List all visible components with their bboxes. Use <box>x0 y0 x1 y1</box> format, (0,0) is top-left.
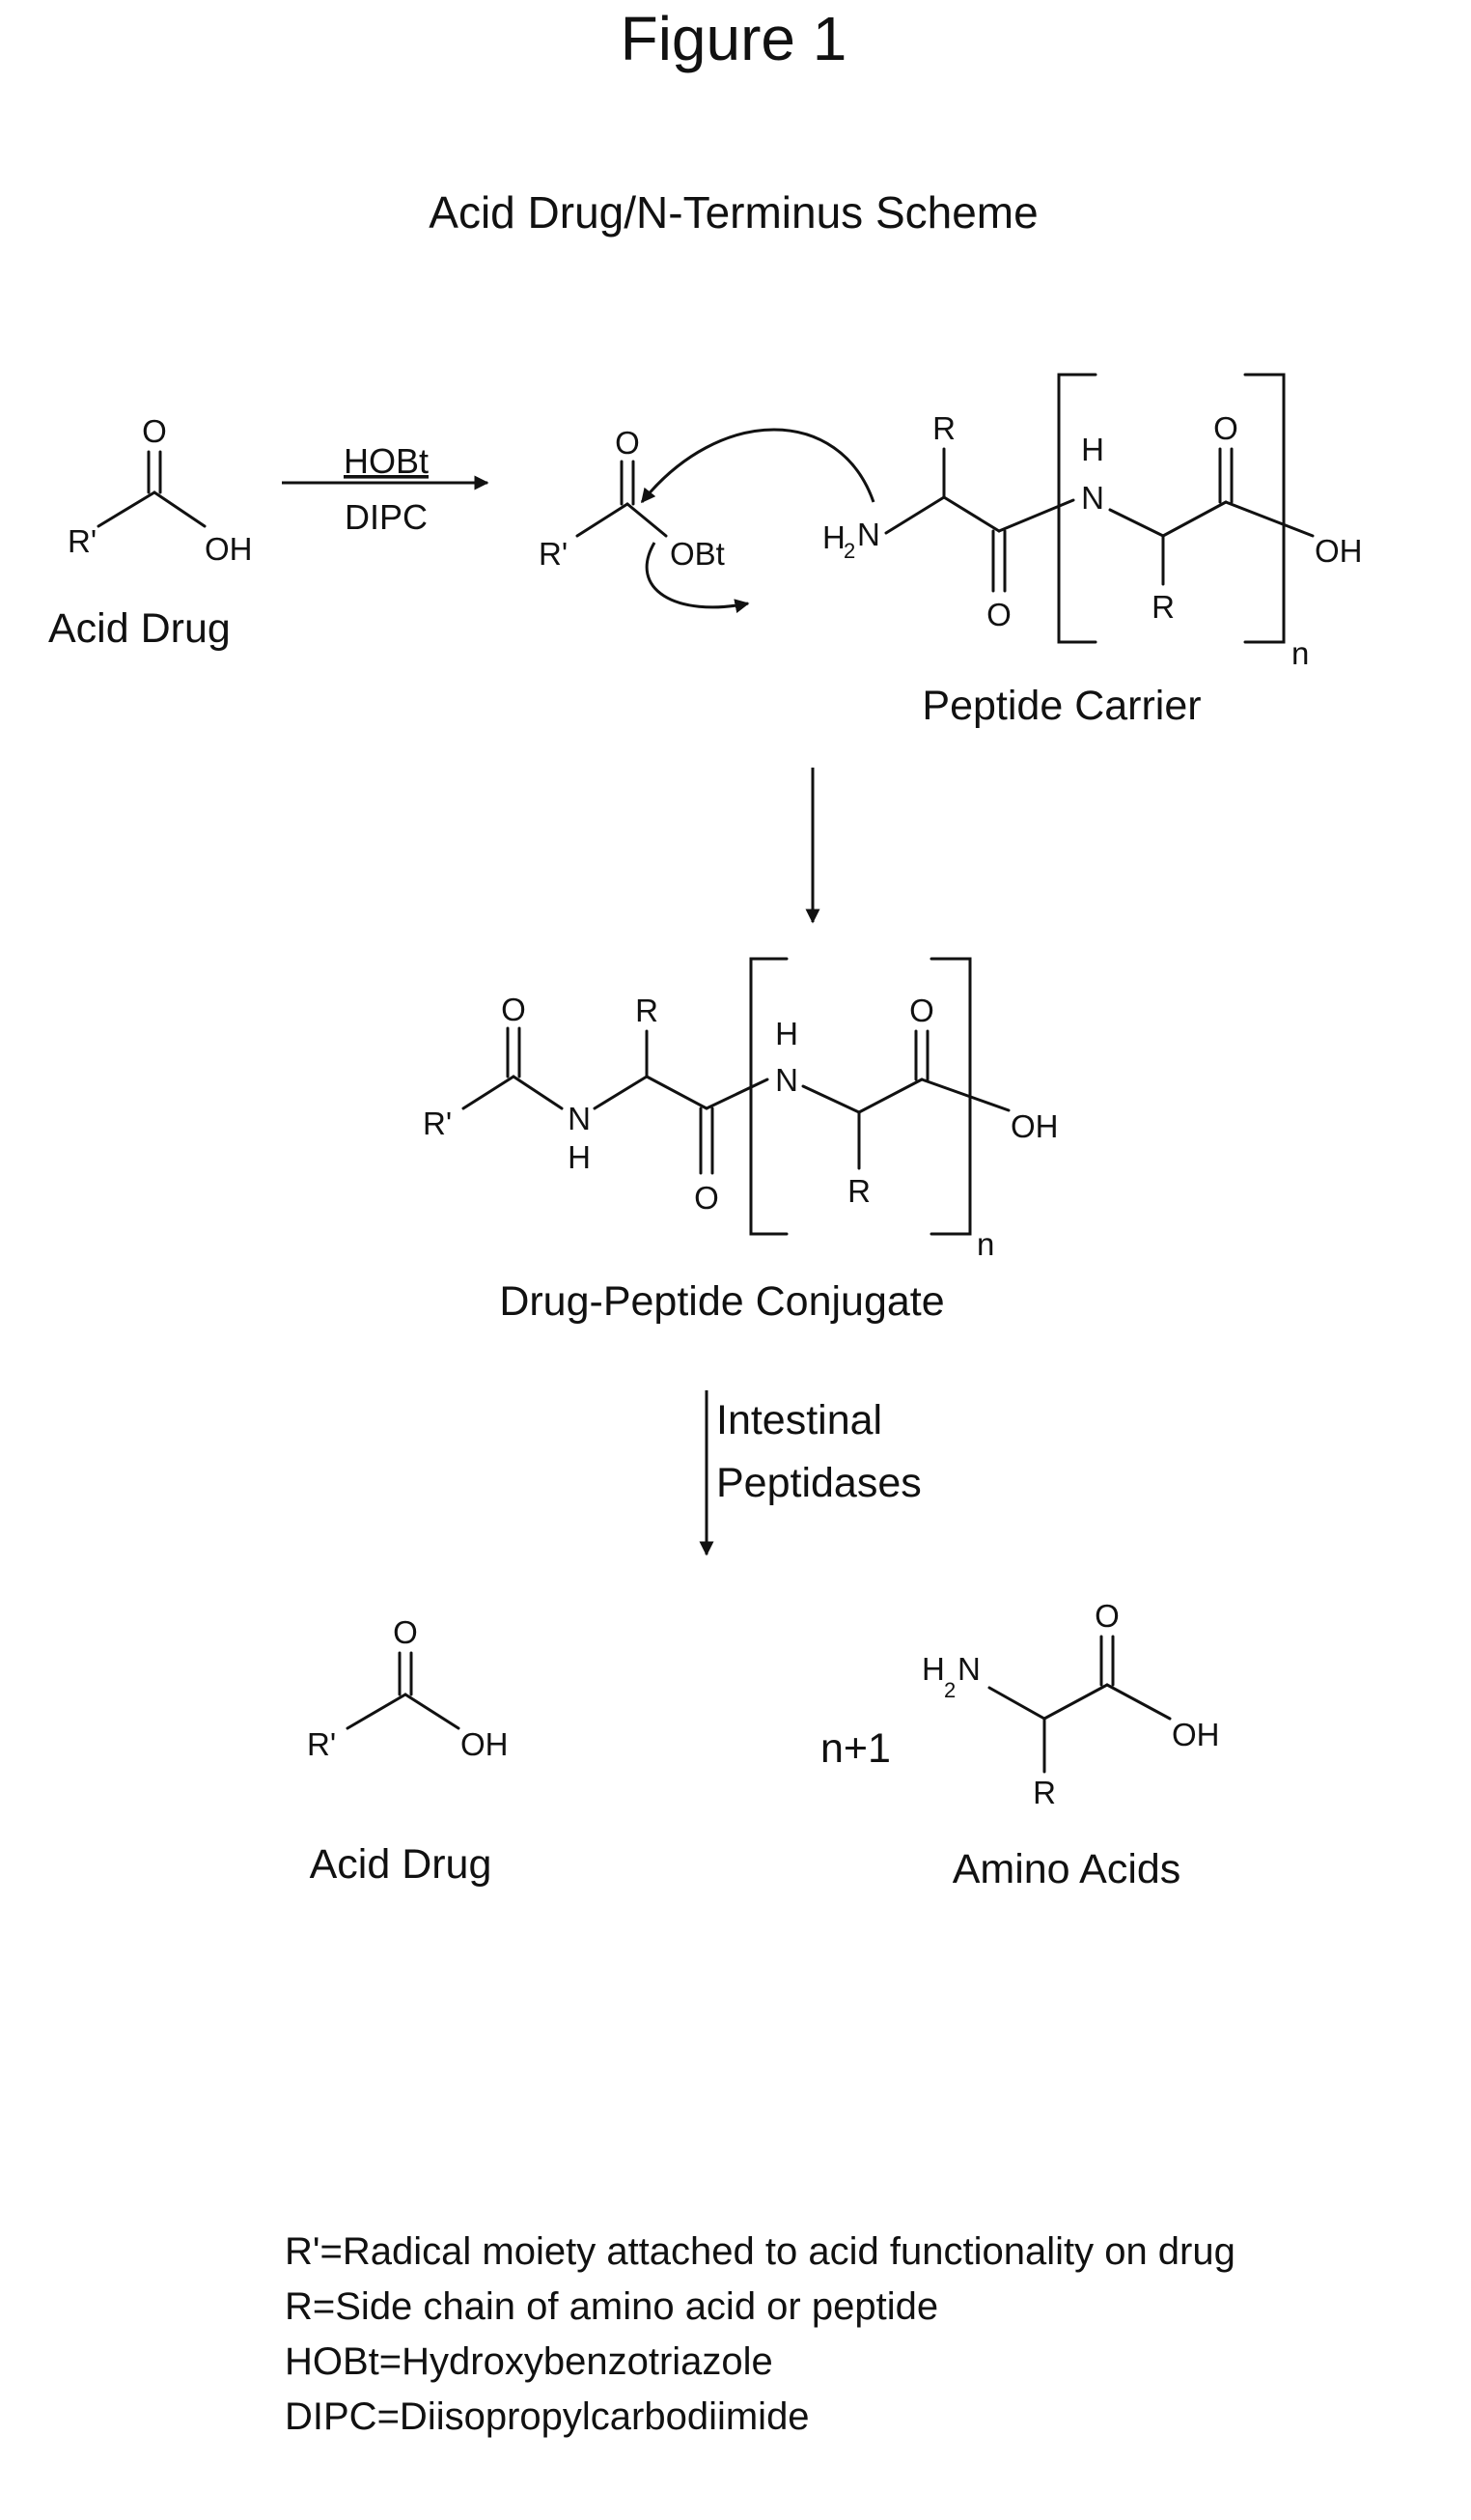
conjugate-carbonyl-oxygen-1: O <box>501 992 526 1027</box>
amino-acid-oxygen: O <box>1095 1598 1120 1634</box>
carrier-side-chain-top: R <box>932 410 956 446</box>
legend-line-1: R'=Radical moiety attached to acid funct… <box>285 2230 1235 2273</box>
amino-acid-side-chain: R <box>1033 1775 1056 1810</box>
product-acid-r-group: R' <box>307 1726 336 1762</box>
carrier-nh-n: N <box>1081 480 1104 516</box>
product-acid-oxygen: O <box>393 1614 418 1650</box>
conjugate-side-chain-top: R <box>635 993 658 1028</box>
acid-drug-oxygen: O <box>142 413 167 449</box>
reagent-hobt: HOBt <box>344 441 429 481</box>
carrier-side-chain-bottom: R <box>1152 589 1175 625</box>
ester-r-group: R' <box>539 536 568 572</box>
figure-title: Figure 1 <box>621 4 847 73</box>
peptide-carrier-structure: H 2 N R O H N O R OH n <box>822 375 1363 671</box>
carrier-repeat-n: n <box>1291 635 1309 671</box>
acid-drug-structure: R' O OH <box>68 413 253 567</box>
acid-drug-r-group: R' <box>68 523 97 559</box>
acid-drug-caption: Acid Drug <box>48 605 231 652</box>
amino-acid-coefficient: n+1 <box>820 1725 891 1772</box>
acid-drug-hydroxyl: OH <box>205 531 253 567</box>
activated-ester-structure: R' O OBt <box>539 425 725 572</box>
legend-line-3: HOBt=Hydroxybenzotriazole <box>285 2340 773 2383</box>
product-amino-acid-structure: H 2 N O OH R <box>922 1598 1220 1810</box>
peptide-carrier-caption: Peptide Carrier <box>922 683 1201 729</box>
conjugate-repeat-oxygen: O <box>909 993 934 1028</box>
amino-acid-amine-subscript: 2 <box>944 1678 956 1702</box>
carrier-nh-h: H <box>1081 432 1104 467</box>
abbreviation-legend: R'=Radical moiety attached to acid funct… <box>285 2230 1235 2438</box>
carrier-amine-subscript: 2 <box>844 539 855 563</box>
ester-oxygen: O <box>615 425 640 461</box>
reagent-dipc: DIPC <box>345 497 428 537</box>
product-acid-drug-structure: R' O OH <box>307 1614 509 1762</box>
ester-leaving-group: OBt <box>670 536 725 572</box>
conjugate-carbonyl-oxygen-2: O <box>694 1180 719 1216</box>
conjugate-side-chain-bottom: R <box>847 1173 871 1209</box>
carrier-amine-h: H <box>822 519 846 555</box>
scheme-subtitle: Acid Drug/N-Terminus Scheme <box>429 187 1038 238</box>
cleavage-label-line-2: Peptidases <box>716 1460 922 1506</box>
amino-acid-hydroxyl: OH <box>1172 1717 1220 1752</box>
amino-acid-amine-h: H <box>922 1651 945 1687</box>
product-acid-hydroxyl: OH <box>460 1726 509 1762</box>
drug-peptide-conjugate-structure: R' O N H R O H N O R OH n <box>423 959 1059 1262</box>
carrier-carbonyl-oxygen: O <box>986 597 1012 632</box>
conjugate-hydroxyl: OH <box>1011 1108 1059 1144</box>
carrier-amine-n: N <box>857 517 880 552</box>
conjugate-nh-n: N <box>775 1062 798 1098</box>
conjugate-caption: Drug-Peptide Conjugate <box>499 1278 944 1325</box>
conjugate-r-group: R' <box>423 1106 452 1141</box>
conjugate-amide-n: N <box>568 1101 591 1136</box>
amino-acids-caption: Amino Acids <box>953 1846 1181 1892</box>
conjugate-nh-h: H <box>775 1016 798 1051</box>
conjugate-amide-h: H <box>568 1139 591 1175</box>
legend-line-2: R=Side chain of amino acid or peptide <box>285 2285 938 2328</box>
carrier-repeat-oxygen: O <box>1213 410 1238 446</box>
product-acid-caption: Acid Drug <box>310 1841 492 1888</box>
cleavage-label-line-1: Intestinal <box>716 1397 882 1443</box>
legend-line-4: DIPC=Diisopropylcarbodiimide <box>285 2395 810 2438</box>
nucleophilic-attack-arrow <box>642 430 874 502</box>
amino-acid-amine-n: N <box>958 1651 981 1687</box>
conjugate-repeat-n: n <box>977 1226 994 1262</box>
carrier-hydroxyl: OH <box>1315 533 1363 569</box>
